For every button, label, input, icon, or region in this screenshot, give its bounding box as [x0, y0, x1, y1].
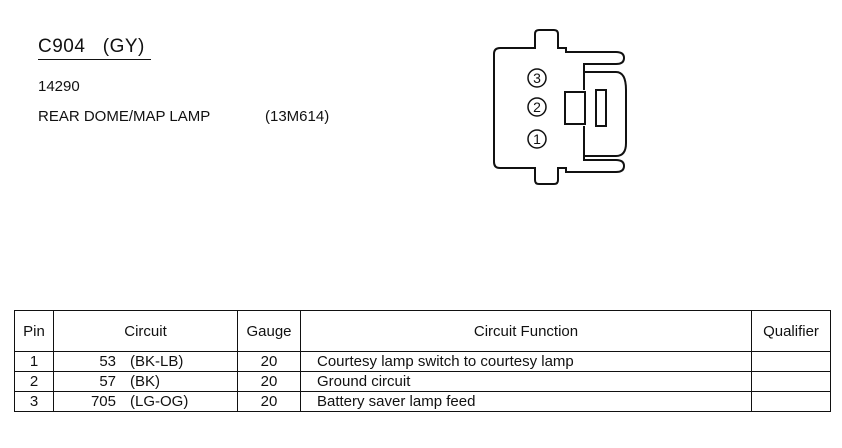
circuit-number: 53 [99, 353, 116, 370]
cell-circuit: 53 (BK-LB) [53, 351, 238, 372]
table-row: 1 53 (BK-LB) 20 Courtesy lamp switch to c… [14, 351, 831, 372]
component-description: REAR DOME/MAP LAMP [38, 108, 211, 125]
header-function: Circuit Function [300, 310, 752, 352]
connector-id: C904 (GY) [38, 36, 151, 60]
connector-face-diagram: 3 2 1 [493, 29, 627, 185]
cell-qualifier [751, 391, 831, 412]
pin-3-circle [527, 68, 547, 88]
cell-function: Battery saver lamp feed [300, 391, 752, 412]
table-row: 3 705 (LG-OG) 20 Battery saver lamp feed [14, 391, 831, 412]
pin-1-label: 1 [533, 131, 541, 147]
part-number: 14290 [38, 78, 80, 95]
circuit-color: (BK-LB) [130, 353, 184, 370]
connector-number: C904 [38, 36, 86, 57]
circuit-number: 705 [90, 393, 116, 410]
pin-table: Pin Circuit Gauge Circuit Function Quali… [14, 310, 831, 412]
table-row: 2 57 (BK) 20 Ground circuit [14, 371, 831, 392]
header-circuit: Circuit [53, 310, 238, 352]
latch-window [564, 91, 586, 125]
connector-color-code: (GY) [102, 36, 145, 57]
pin-3-label: 3 [533, 70, 541, 86]
cell-qualifier [751, 371, 831, 392]
latch-tab [595, 89, 607, 127]
pin-1-circle [527, 129, 547, 149]
cell-circuit: 705 (LG-OG) [53, 391, 238, 412]
cell-function: Ground circuit [300, 371, 752, 392]
cell-gauge: 20 [237, 351, 301, 372]
circuit-color: (LG-OG) [130, 393, 189, 410]
cell-qualifier [751, 351, 831, 372]
title-underline [38, 59, 151, 60]
cell-circuit: 57 (BK) [53, 371, 238, 392]
header-gauge: Gauge [237, 310, 301, 352]
cell-function: Courtesy lamp switch to courtesy lamp [300, 351, 752, 372]
cell-gauge: 20 [237, 371, 301, 392]
circuit-color: (BK) [130, 373, 160, 390]
circuit-number: 57 [99, 373, 116, 390]
cell-pin: 2 [14, 371, 54, 392]
header-qualifier: Qualifier [751, 310, 831, 352]
cell-gauge: 20 [237, 391, 301, 412]
pin-2-label: 2 [533, 99, 541, 115]
table-header-row: Pin Circuit Gauge Circuit Function Quali… [14, 310, 831, 352]
cell-pin: 3 [14, 391, 54, 412]
cell-pin: 1 [14, 351, 54, 372]
header-pin: Pin [14, 310, 54, 352]
component-code: (13M614) [265, 108, 330, 125]
pin-2-circle [527, 97, 547, 117]
connector-body-outline [493, 29, 627, 185]
